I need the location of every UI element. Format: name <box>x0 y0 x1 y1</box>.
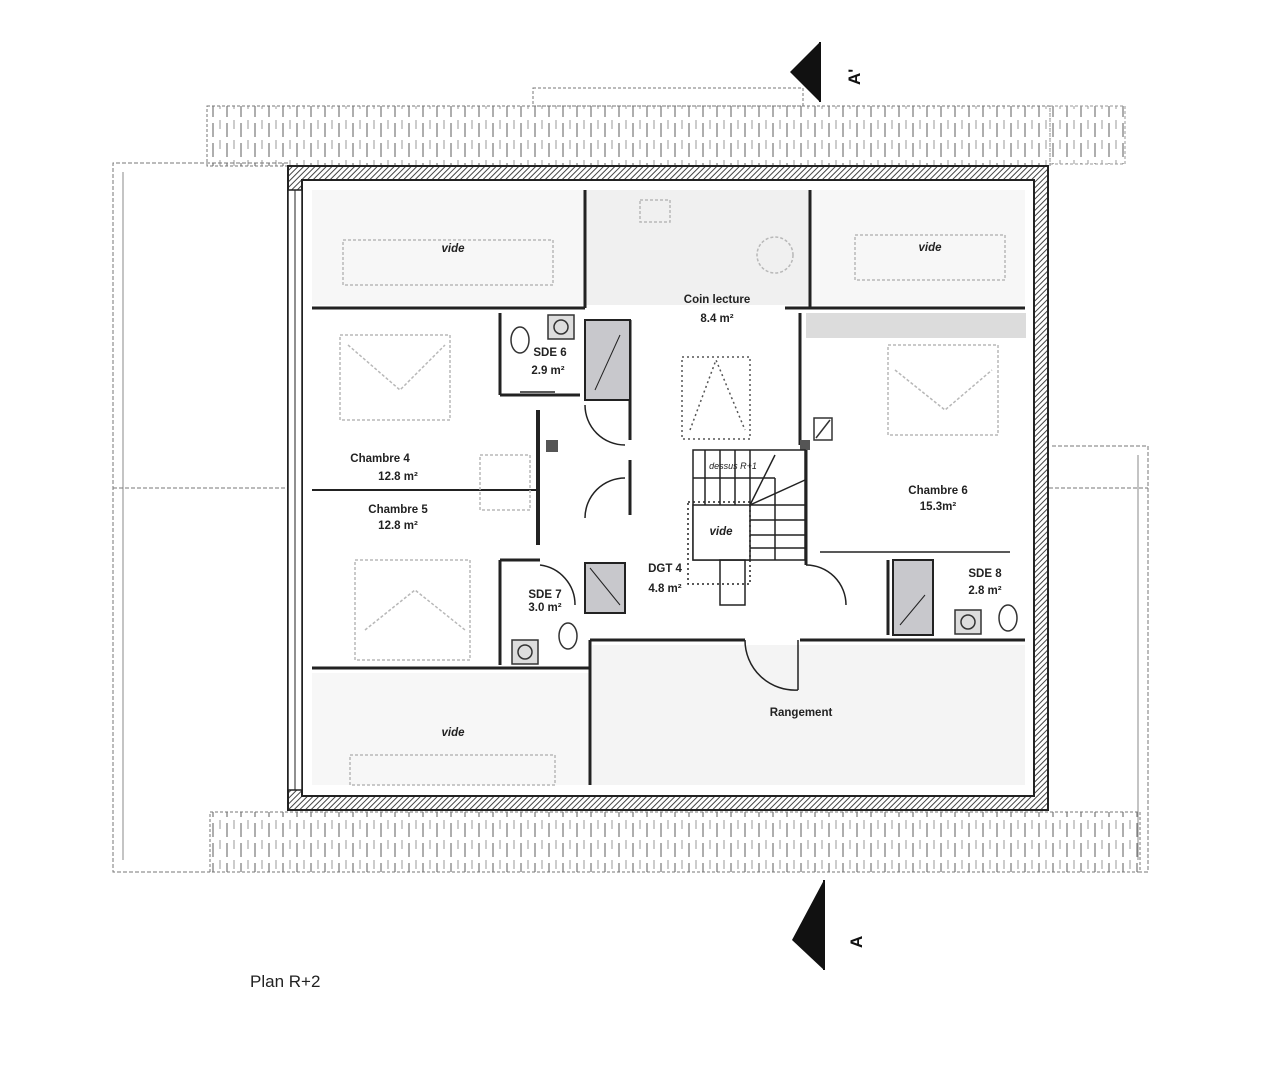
room-name: vide <box>441 727 465 739</box>
room-area: 12.8 m² <box>378 471 418 483</box>
shaded-zones <box>312 190 1026 785</box>
shower-sde-7 <box>584 562 626 614</box>
shower-sde-6 <box>584 319 631 401</box>
section-label-top: A' <box>845 69 864 85</box>
room-name: Chambre 4 <box>350 453 410 465</box>
room-name: Coin lecture <box>684 294 750 306</box>
roof-bottom <box>209 811 1141 873</box>
room-area: 15.3m² <box>920 501 957 513</box>
room-area: 4.8 m² <box>648 583 681 595</box>
room-area: 3.0 m² <box>528 602 561 614</box>
room-name: SDE 8 <box>968 568 1002 580</box>
shower-sde-8 <box>892 559 934 636</box>
room-name: vide <box>441 243 465 255</box>
room-name: Chambre 6 <box>908 485 967 497</box>
section-arrow-bottom: A <box>792 880 866 970</box>
doors <box>520 391 1010 691</box>
room-area: 2.8 m² <box>968 585 1001 597</box>
staircase <box>687 449 806 606</box>
furniture <box>339 199 1006 786</box>
room-name: SDE 6 <box>533 347 566 359</box>
room-area: 2.9 m² <box>531 365 564 377</box>
roof-top <box>206 87 1126 167</box>
stair-void-label: vide <box>709 526 733 538</box>
section-arrow-top: A' <box>790 42 864 102</box>
room-name: SDE 7 <box>528 589 561 601</box>
room-name: DGT 4 <box>648 563 682 575</box>
room-labels: vide Coin lecture 8.4 m² vide Chambre 4 … <box>350 242 1002 739</box>
interior-walls <box>312 190 1025 785</box>
section-label-bottom: A <box>847 936 866 948</box>
room-area: 12.8 m² <box>378 520 418 532</box>
room-name: vide <box>918 242 942 254</box>
room-name: Chambre 5 <box>368 504 428 516</box>
stair-note: dessus R+1 <box>709 461 757 471</box>
plan-title: Plan R+2 <box>250 972 321 991</box>
fixtures <box>510 314 1018 665</box>
room-name: Rangement <box>770 707 833 719</box>
room-area: 8.4 m² <box>700 313 733 325</box>
showers <box>584 319 934 636</box>
